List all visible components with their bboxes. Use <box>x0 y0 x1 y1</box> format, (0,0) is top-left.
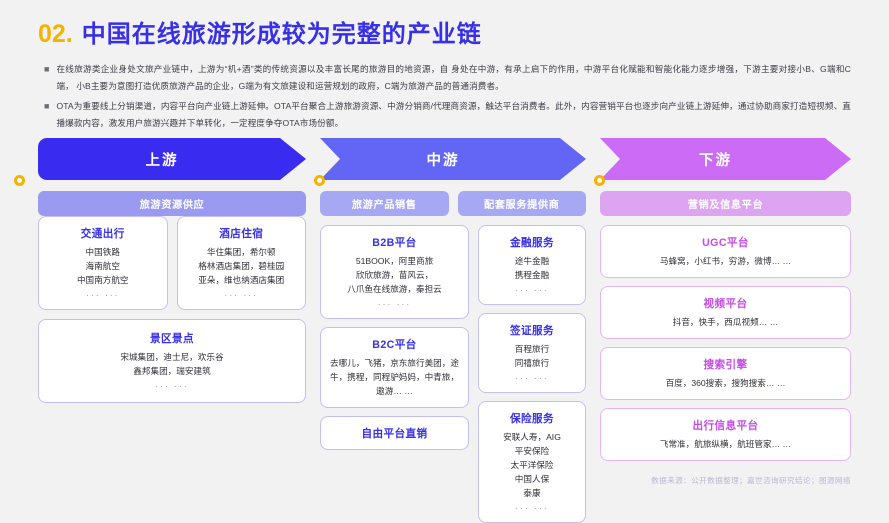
column-upstream: 上游 旅游资源供应 交通出行 中国铁路 海南航空 中国南方航空 ··· ··· … <box>14 138 306 523</box>
card-ellipsis: ··· ··· <box>85 290 120 300</box>
card-line: 同禧旅行 <box>514 358 550 368</box>
source-note: 数据来源：公开数据整理；嘉世咨询研究结论；图源网络 <box>651 476 851 485</box>
midstream-service-column: 金融服务 途牛金融 携程金融 ··· ··· 签证服务 百程旅行 同禧旅行 ··… <box>478 225 586 523</box>
card-line: 马蜂窝，小红书，穷游，微博… … <box>659 256 792 266</box>
card-line: 安联人寿，AIG <box>503 432 561 442</box>
subhead-midstream-1[interactable]: 配套服务提供商 <box>457 191 586 216</box>
marker-dot-icon <box>594 175 605 186</box>
subhead-row-midstream: 旅游产品销售 配套服务提供商 <box>320 191 586 216</box>
banner-midstream: 中游 <box>320 138 586 180</box>
card-line: 携程金融 <box>514 270 550 280</box>
subhead-row-downstream: 营销及信息平台 <box>600 191 851 216</box>
card-line: 八爪鱼在线旅游，秦担云 <box>347 284 442 294</box>
marker-dot-icon <box>314 175 325 186</box>
card-line: 51BOOK，阿里商旅 <box>355 256 434 266</box>
card-title: UGC平台 <box>702 237 749 249</box>
bullet-text: 在线旅游类企业身处文旅产业链中，上游为“机+酒”类的传统资源以及丰富长尾的旅游目… <box>56 64 851 91</box>
banner-upstream-label: 上游 <box>145 152 179 169</box>
card-line: 飞常准，航旅纵横，航班管家… … <box>659 439 792 449</box>
subhead-upstream-0[interactable]: 旅游资源供应 <box>38 191 306 216</box>
card-search-engine[interactable]: 搜索引擎 百度，360搜索，搜狗搜索… … <box>600 347 851 400</box>
card-ellipsis: ··· ··· <box>515 373 549 383</box>
card-scenic[interactable]: 景区景点 宋城集团，迪士尼，欢乐谷 鑫邦集团，瑞安建筑 ··· ··· <box>38 319 306 403</box>
card-title: 视频平台 <box>703 298 748 310</box>
column-midstream: 中游 旅游产品销售 配套服务提供商 B2B平台 51BOOK，阿里商旅 欣欣旅游… <box>314 138 586 523</box>
card-insurance-service[interactable]: 保险服务 安联人寿，AIG 平安保险 太平洋保险 中国人保 泰康 ··· ··· <box>478 401 586 523</box>
bullet-text: OTA为重要线上分销渠道，内容平台向产业链上游延伸。OTA平台聚合上游旅游资源、… <box>56 101 851 128</box>
card-line: 太平洋保险 <box>510 460 554 470</box>
marker-midstream-wrap <box>314 175 586 186</box>
card-travel-info-platform[interactable]: 出行信息平台 飞常准，航旅纵横，航班管家… … <box>600 408 851 461</box>
card-line: 中国铁路 <box>85 247 120 257</box>
marker-upstream-wrap <box>14 175 306 186</box>
card-line: 百程旅行 <box>514 344 550 354</box>
card-line: 去哪儿，飞猪，京东旅行美团，途 <box>330 358 459 368</box>
card-title: 搜索引擎 <box>703 359 748 371</box>
card-line: 欣欣旅游，苗风云， <box>355 270 434 280</box>
banner-downstream: 下游 <box>600 138 851 180</box>
page-title: 中国在线旅游形成较为完整的产业链 <box>81 21 482 48</box>
card-title: 金融服务 <box>510 237 554 249</box>
card-direct-sales[interactable]: 自由平台直销 <box>320 416 469 450</box>
card-ellipsis: ··· ··· <box>515 503 549 513</box>
card-line: 百度，360搜索，搜狗搜索… … <box>665 378 786 388</box>
card-video-platform[interactable]: 视频平台 抖音，快手，西瓜视频… … <box>600 286 851 339</box>
bullet-marker-icon: ■ <box>44 101 50 111</box>
upstream-cards-bottom: 景区景点 宋城集团，迪士尼，欢乐谷 鑫邦集团，瑞安建筑 ··· ··· <box>38 319 306 403</box>
card-line: 格林酒店集团，碧桂园 <box>198 261 285 271</box>
card-visa-service[interactable]: 签证服务 百程旅行 同禧旅行 ··· ··· <box>478 313 586 393</box>
banner-midstream-label: 中游 <box>426 152 460 169</box>
marker-dot-icon <box>14 175 25 186</box>
card-line: 牛，携程，同程驴妈妈，中青旅， <box>330 372 459 382</box>
card-title: 签证服务 <box>510 325 554 337</box>
card-line: 鑫邦集团，瑞安建筑 <box>133 366 211 376</box>
downstream-cards: UGC平台 马蜂窝，小红书，穷游，微博… … 视频平台 抖音，快手，西瓜视频… … <box>600 225 851 461</box>
card-ellipsis: ··· ··· <box>377 299 412 309</box>
page-header: 02. 中国在线旅游形成较为完整的产业链 <box>0 0 889 49</box>
card-ugc-platform[interactable]: UGC平台 马蜂窝，小红书，穷游，微博… … <box>600 225 851 278</box>
midstream-sales-column: B2B平台 51BOOK，阿里商旅 欣欣旅游，苗风云， 八爪鱼在线旅游，秦担云 … <box>320 225 469 523</box>
card-b2b[interactable]: B2B平台 51BOOK，阿里商旅 欣欣旅游，苗风云， 八爪鱼在线旅游，秦担云 … <box>320 225 469 319</box>
card-ellipsis: ··· ··· <box>155 381 189 391</box>
card-ellipsis: ··· ··· <box>224 290 259 300</box>
card-line: 遨游… … <box>376 386 413 396</box>
card-line: 中国人保 <box>514 474 550 484</box>
card-hotel[interactable]: 酒店住宿 华住集团，希尔顿 格林酒店集团，碧桂园 亚朵，维也纳酒店集团 ··· … <box>176 216 306 310</box>
card-ellipsis: ··· ··· <box>515 285 549 295</box>
card-title: 出行信息平台 <box>692 420 759 432</box>
card-line: 平安保险 <box>514 446 550 456</box>
card-title: 景区景点 <box>150 333 194 345</box>
intro-bullets: ■ 在线旅游类企业身处文旅产业链中，上游为“机+酒”类的传统资源以及丰富长尾的旅… <box>44 61 851 131</box>
column-downstream: 下游 营销及信息平台 UGC平台 马蜂窝，小红书，穷游，微博… … 视频平台 抖… <box>594 138 851 523</box>
card-line: 中国南方航空 <box>76 275 129 285</box>
subhead-downstream-0[interactable]: 营销及信息平台 <box>600 191 851 216</box>
card-line: 抖音，快手，西瓜视频… … <box>672 317 779 327</box>
card-line: 途牛金融 <box>514 256 550 266</box>
card-line: 宋城集团，迪士尼，欢乐谷 <box>120 352 224 362</box>
card-title: 酒店住宿 <box>219 228 264 240</box>
midstream-cards: B2B平台 51BOOK，阿里商旅 欣欣旅游，苗风云， 八爪鱼在线旅游，秦担云 … <box>320 225 586 523</box>
card-title: B2B平台 <box>372 237 417 249</box>
banner-upstream: 上游 <box>38 138 306 180</box>
card-b2c[interactable]: B2C平台 去哪儿，飞猪，京东旅行美团，途 牛，携程，同程驴妈妈，中青旅， 遨游… <box>320 327 469 408</box>
card-title: 保险服务 <box>510 413 554 425</box>
card-line: 华住集团，希尔顿 <box>206 247 276 257</box>
marker-downstream-wrap <box>594 175 851 186</box>
bullet-item: ■ OTA为重要线上分销渠道，内容平台向产业链上游延伸。OTA平台聚合上游旅游资… <box>44 98 851 131</box>
card-title: 交通出行 <box>80 228 125 240</box>
card-line: 海南航空 <box>85 261 120 271</box>
card-traffic[interactable]: 交通出行 中国铁路 海南航空 中国南方航空 ··· ··· <box>38 216 168 310</box>
card-title: B2C平台 <box>372 339 417 351</box>
bullet-marker-icon: ■ <box>44 64 50 74</box>
subhead-row-upstream: 旅游资源供应 <box>38 191 306 216</box>
industry-chain-board: 上游 旅游资源供应 交通出行 中国铁路 海南航空 中国南方航空 ··· ··· … <box>14 138 851 523</box>
card-line: 亚朵，维也纳酒店集团 <box>198 275 285 285</box>
subhead-midstream-0[interactable]: 旅游产品销售 <box>320 191 449 216</box>
card-financial-service[interactable]: 金融服务 途牛金融 携程金融 ··· ··· <box>478 225 586 305</box>
upstream-cards-top: 交通出行 中国铁路 海南航空 中国南方航空 ··· ··· 酒店住宿 华住集团，… <box>38 216 306 310</box>
bullet-item: ■ 在线旅游类企业身处文旅产业链中，上游为“机+酒”类的传统资源以及丰富长尾的旅… <box>44 61 851 94</box>
card-line: 泰康 <box>523 488 541 498</box>
banner-downstream-label: 下游 <box>699 152 732 169</box>
section-number: 02. <box>38 20 73 48</box>
